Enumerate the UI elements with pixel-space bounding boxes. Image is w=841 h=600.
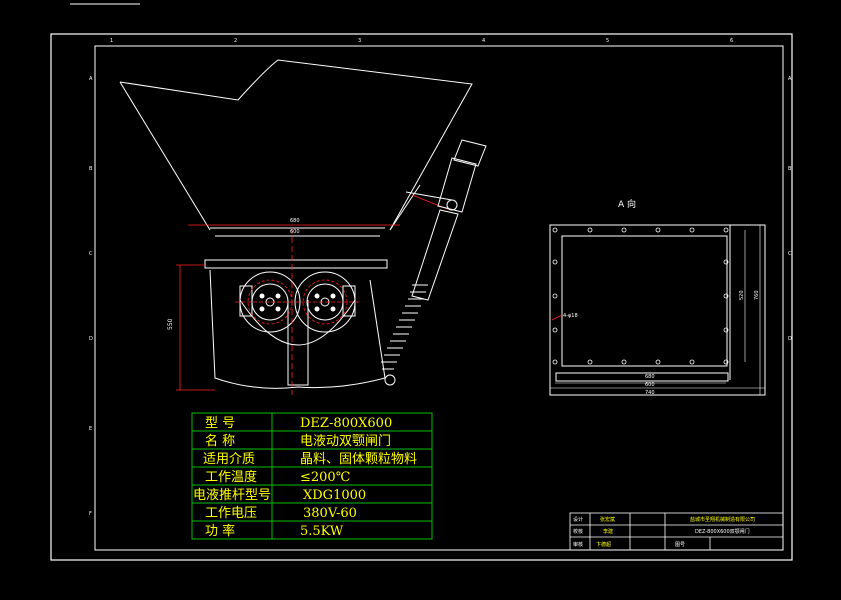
actuator-cylinder <box>411 209 459 301</box>
bearing-left <box>239 285 253 317</box>
border-number: 5 <box>606 38 609 44</box>
title-cell: 审核 <box>573 541 583 548</box>
gear-right-pitch <box>302 279 348 325</box>
a-view-dim-inner: 600 <box>645 382 655 388</box>
title-cell: 图号 <box>675 542 685 548</box>
red-dimensions <box>176 194 451 395</box>
jaw-center-plate <box>287 300 309 386</box>
outer-frame <box>50 33 793 561</box>
border-letter: D <box>788 336 792 342</box>
title-cell: 张宏斌 <box>600 516 615 523</box>
a-view-dim-side-b: 760 <box>754 290 760 300</box>
title-cell: 李建 <box>603 528 613 535</box>
gear-teeth <box>259 293 336 312</box>
spec-label: 适用介质 <box>203 452 255 467</box>
spec-label: 名 称 <box>205 433 235 449</box>
border-letter: A <box>788 76 792 82</box>
a-view <box>549 224 766 396</box>
border-numbers: 1 2 3 4 5 6 <box>110 38 733 44</box>
a-view-callout: 4-φ18 <box>563 313 578 319</box>
border-letter: C <box>89 251 93 257</box>
actuator-pivot <box>446 199 458 211</box>
a-view-dim-width: 680 <box>645 374 655 380</box>
a-view-inner-opening <box>561 235 728 367</box>
border-letter: E <box>89 426 92 432</box>
gear-left-inner <box>251 283 289 321</box>
spec-value: 5.5KW <box>300 524 344 539</box>
hopper-left-wall <box>119 81 211 231</box>
border-letter: D <box>89 336 93 342</box>
a-view-dim-outer: 740 <box>645 390 655 396</box>
spec-label: 功 率 <box>205 523 235 539</box>
gate-front-view <box>119 59 473 389</box>
actuator <box>384 139 487 386</box>
title-cell: 校核 <box>573 528 583 535</box>
spec-value: ≤200℃ <box>300 470 350 485</box>
title-cell: 卞德超 <box>596 541 611 548</box>
dim-top-inner: 600 <box>290 229 300 235</box>
a-view-dim-lines <box>550 225 765 395</box>
hopper-outline <box>119 59 473 231</box>
callout-leader <box>551 314 563 321</box>
jaw-inner-arc <box>239 299 356 346</box>
spec-value: XDG1000 <box>303 488 366 503</box>
border-number: 2 <box>234 38 237 44</box>
dim-left-value: 550 <box>167 318 174 330</box>
border-number: 6 <box>730 38 733 44</box>
a-view-dim-side-a: 520 <box>739 290 745 300</box>
title-cell: DEZ-800X600双颚闸门 <box>695 528 750 535</box>
bracket-line <box>405 191 453 201</box>
jaw-outline <box>209 269 386 389</box>
spec-label: 工作温度 <box>205 469 257 485</box>
spec-label: 电液推杆型号 <box>193 488 271 503</box>
border-letter: B <box>89 166 93 172</box>
spec-label: 型 号 <box>205 416 235 431</box>
spec-label: 工作电压 <box>205 506 257 521</box>
actuator-motor-cap <box>453 139 487 167</box>
a-view-holes <box>552 227 729 365</box>
view-label: A 向 <box>618 198 636 210</box>
title-block <box>569 512 784 551</box>
title-cell: 设计 <box>573 516 583 523</box>
border-letter: C <box>788 251 792 257</box>
border-letter: A <box>89 76 93 82</box>
border-number: 4 <box>482 38 485 44</box>
border-number: 3 <box>358 38 361 44</box>
border-letter: F <box>89 511 92 517</box>
actuator-motor <box>437 157 477 213</box>
actuator-rod-end <box>384 374 396 386</box>
border-letter: B <box>788 166 792 172</box>
gear-left-pitch <box>247 279 293 325</box>
title-block-text: 设计 张宏斌 盐城市圣翔机械制造有限公司 校核 李建 DEZ-800X600双颚… <box>573 516 755 548</box>
spec-value: 电液动双颚闸门 <box>300 434 391 449</box>
spec-value: DEZ-800X600 <box>300 416 392 431</box>
spec-value: 晶料、固体颗粒物料 <box>300 452 417 467</box>
inner-frame <box>94 45 784 551</box>
spec-rows: 型 号 DEZ-800X600 名 称 电液动双颚闸门 适用介质 晶料、固体颗粒… <box>193 416 417 539</box>
border-number: 1 <box>110 38 113 44</box>
bearing-right <box>342 285 356 317</box>
border-letters: A B C D E F A B C D <box>89 76 792 517</box>
a-view-bottom-band <box>555 372 729 382</box>
dim-top-overall: 680 <box>290 218 300 224</box>
title-cell: 盐城市圣翔机械制造有限公司 <box>690 516 755 523</box>
hopper-right-wall <box>389 184 421 231</box>
spec-table <box>191 412 433 540</box>
actuator-bellows <box>381 284 428 370</box>
spec-value: 380V-60 <box>303 506 357 521</box>
a-view-outer-flange <box>549 224 766 396</box>
gate-flange <box>204 259 388 269</box>
